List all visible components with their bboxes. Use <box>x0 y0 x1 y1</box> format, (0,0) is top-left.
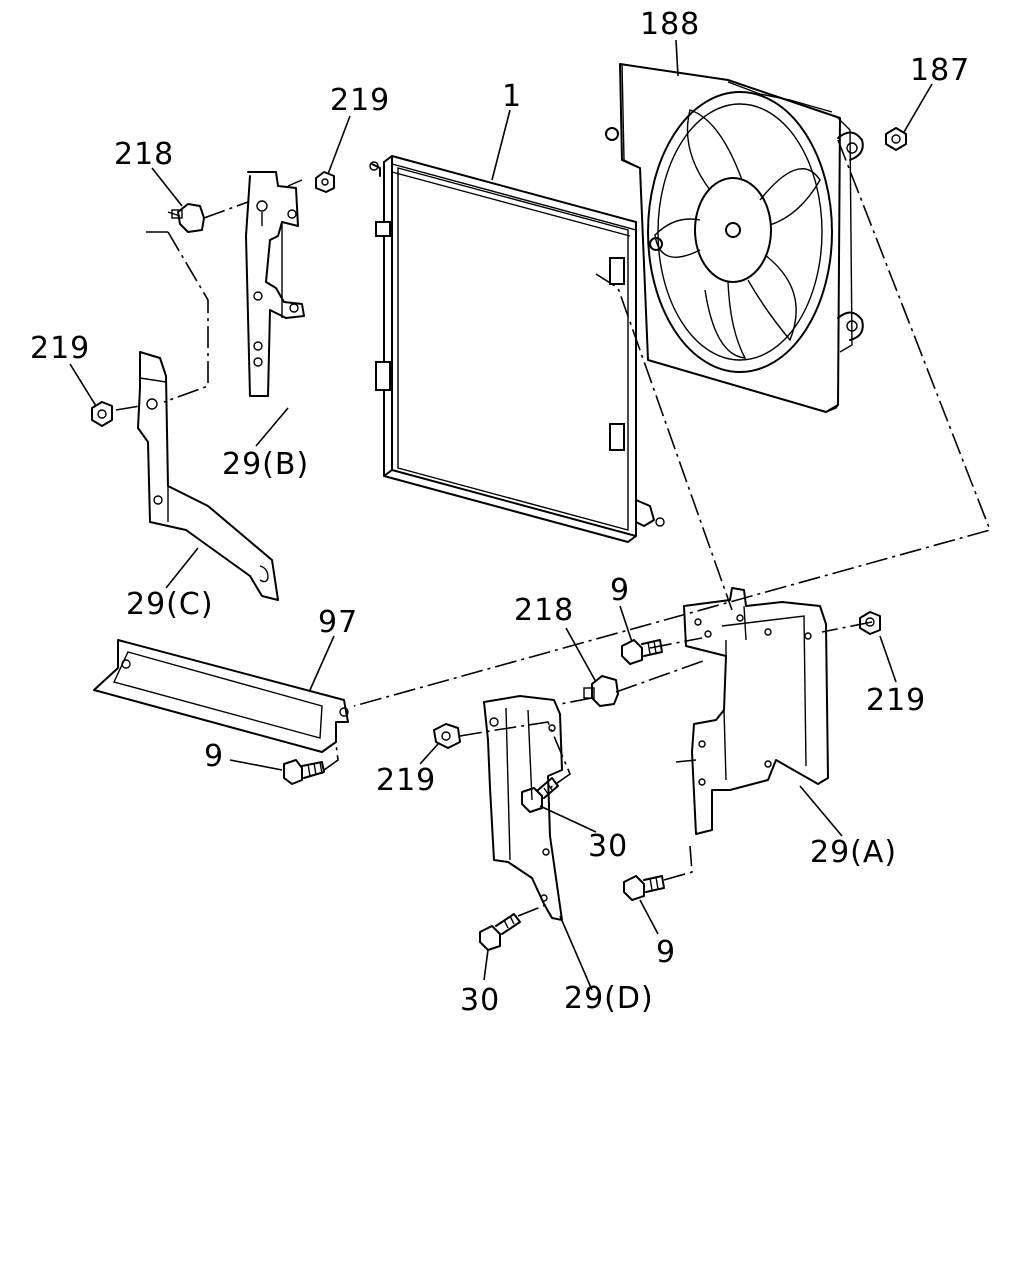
condenser-part-1 <box>369 155 665 543</box>
fan-hub <box>694 177 772 283</box>
label-219-mid: 219 <box>376 763 436 798</box>
bracket-part-29b <box>245 171 305 397</box>
label-1: 1 <box>502 79 522 114</box>
bracket-part-29c <box>137 351 279 601</box>
bolt-part-30-mid <box>521 777 559 813</box>
bolt-part-9-bottom <box>623 875 665 901</box>
label-219-right: 219 <box>866 683 926 718</box>
bolt-part-30-bottom <box>479 913 521 951</box>
bolt-part-9-mid <box>621 639 663 665</box>
nut-part-219-right <box>859 611 881 635</box>
label-188: 188 <box>640 7 700 42</box>
label-97: 97 <box>318 605 358 640</box>
label-219-left: 219 <box>30 331 90 366</box>
assembly-lines <box>115 139 992 917</box>
label-9-mid: 9 <box>610 573 630 608</box>
rubber-mount-part-218-top <box>167 203 205 233</box>
bracket-part-29a <box>683 587 829 835</box>
label-219-top: 219 <box>330 83 390 118</box>
nut-part-219-mid <box>433 723 461 749</box>
bolt-part-9-left <box>283 759 325 785</box>
label-9-bottom: 9 <box>656 935 676 970</box>
label-29a: 29(A) <box>810 835 897 870</box>
label-218-top: 218 <box>114 137 174 172</box>
bracket-part-29d <box>483 695 563 921</box>
leader-lines <box>69 39 933 991</box>
label-187: 187 <box>910 53 970 88</box>
rubber-mount-part-218-mid <box>583 675 619 707</box>
nut-part-187 <box>885 127 907 151</box>
part-labels: 188 187 1 219 218 219 29(B) 29(C) 97 9 9… <box>30 7 970 1018</box>
label-30-bottom: 30 <box>460 983 500 1018</box>
nut-part-219-left <box>91 401 113 427</box>
label-29d: 29(D) <box>564 981 654 1016</box>
label-9-left: 9 <box>204 739 224 774</box>
fan-shroud-part-188 <box>605 63 864 413</box>
nut-part-219-top <box>315 171 335 193</box>
label-218-mid: 218 <box>514 593 574 628</box>
label-30-mid: 30 <box>588 829 628 864</box>
label-29c: 29(C) <box>126 587 214 622</box>
fan-hub-bolt <box>725 222 741 238</box>
label-29b: 29(B) <box>222 447 309 482</box>
seal-strip-part-97 <box>93 639 349 753</box>
